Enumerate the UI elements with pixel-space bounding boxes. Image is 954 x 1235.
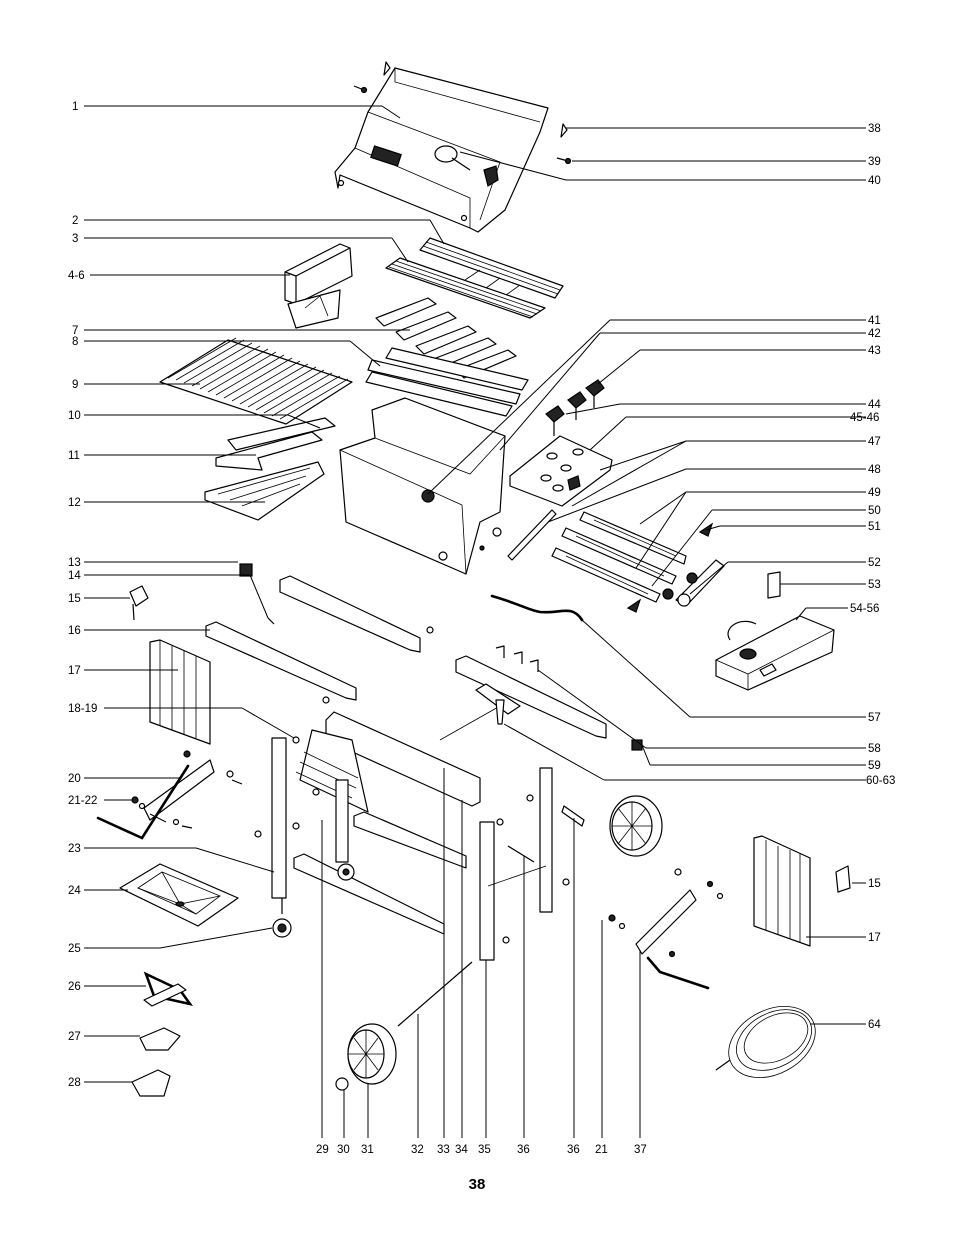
callout-45-46: 45-46 bbox=[850, 412, 879, 424]
callout-29: 29 bbox=[316, 1144, 329, 1156]
callout-31: 31 bbox=[361, 1144, 374, 1156]
callout-17: 17 bbox=[68, 665, 81, 677]
callout-36-second: 36 bbox=[567, 1144, 580, 1156]
cart-legs-part bbox=[271, 683, 553, 961]
caster-part bbox=[272, 863, 355, 938]
callout-15: 15 bbox=[68, 593, 81, 605]
callout-20: 20 bbox=[68, 773, 81, 785]
axle-part bbox=[397, 961, 473, 1027]
callout-51: 51 bbox=[868, 521, 881, 533]
callout-2: 2 bbox=[72, 215, 78, 227]
callout-49: 49 bbox=[868, 487, 881, 499]
callout-60-63: 60-63 bbox=[866, 775, 895, 787]
control-panel-part bbox=[509, 435, 613, 507]
gas-line-part bbox=[490, 594, 584, 622]
callout-59: 59 bbox=[868, 760, 881, 772]
callout-33: 33 bbox=[437, 1144, 450, 1156]
callout-17-right: 17 bbox=[868, 932, 881, 944]
callout-36: 36 bbox=[517, 1144, 530, 1156]
callout-4-6: 4-6 bbox=[68, 270, 85, 282]
callout-23: 23 bbox=[68, 843, 81, 855]
callout-3: 3 bbox=[72, 233, 78, 245]
catch-pan-part bbox=[204, 417, 336, 521]
table-bracket-part bbox=[96, 759, 710, 990]
side-burner-part bbox=[715, 615, 835, 691]
callout-40: 40 bbox=[868, 175, 881, 187]
callout-7: 7 bbox=[72, 325, 78, 337]
callout-42: 42 bbox=[868, 328, 881, 340]
callout-38: 38 bbox=[868, 123, 881, 135]
callout-11: 11 bbox=[68, 450, 80, 462]
callout-43: 43 bbox=[868, 345, 881, 357]
control-knob-part bbox=[545, 379, 605, 436]
cotter-pin-part bbox=[560, 123, 568, 138]
callout-39: 39 bbox=[868, 156, 881, 168]
callout-52: 52 bbox=[868, 557, 881, 569]
callout-32: 32 bbox=[411, 1144, 424, 1156]
callout-16: 16 bbox=[68, 625, 81, 637]
callout-14: 14 bbox=[68, 570, 81, 582]
callout-labels-right: 38 39 40 41 42 43 44 45-46 47 48 49 50 5… bbox=[850, 123, 895, 1031]
callout-28: 28 bbox=[68, 1077, 81, 1089]
callout-8: 8 bbox=[72, 336, 78, 348]
callout-53: 53 bbox=[868, 579, 881, 591]
callout-9: 9 bbox=[72, 379, 78, 391]
briquet-grate-part bbox=[159, 337, 353, 425]
callout-37: 37 bbox=[634, 1144, 647, 1156]
callout-50: 50 bbox=[868, 505, 881, 517]
cooking-grates-part bbox=[385, 237, 564, 319]
callout-labels-bottom: 29 30 31 32 33 34 35 36 36 21 37 bbox=[316, 1144, 647, 1156]
hardware-part bbox=[131, 626, 724, 958]
callout-30: 30 bbox=[337, 1144, 350, 1156]
drip-pan-part bbox=[131, 971, 194, 1097]
callout-21: 21 bbox=[595, 1144, 608, 1156]
side-table-part bbox=[149, 639, 811, 947]
bracket-part bbox=[767, 571, 781, 599]
callout-18-19: 18-19 bbox=[68, 703, 97, 715]
flavorizer-bars-part bbox=[375, 297, 517, 379]
hose-part bbox=[715, 1006, 816, 1078]
callout-57: 57 bbox=[868, 712, 881, 724]
end-cap-part bbox=[239, 563, 253, 577]
callout-13: 13 bbox=[68, 557, 81, 569]
valve-part bbox=[495, 699, 505, 725]
callout-24: 24 bbox=[68, 885, 81, 897]
callout-1: 1 bbox=[72, 101, 78, 113]
lid-part bbox=[334, 67, 549, 233]
callout-35: 35 bbox=[478, 1144, 491, 1156]
callout-21-22: 21-22 bbox=[68, 795, 97, 807]
page-number: 38 bbox=[468, 1176, 486, 1193]
wheel-part bbox=[335, 795, 663, 1091]
handle-end-part bbox=[129, 585, 149, 607]
callout-12: 12 bbox=[68, 497, 81, 509]
callout-15-right: 15 bbox=[868, 878, 881, 890]
callout-labels-left: 1 2 3 4-6 7 8 9 10 11 12 13 14 15 16 17 … bbox=[68, 101, 97, 1089]
callout-10: 10 bbox=[68, 410, 81, 422]
callout-34: 34 bbox=[455, 1144, 468, 1156]
burner-tubes-part bbox=[551, 511, 725, 613]
callout-27: 27 bbox=[68, 1031, 81, 1043]
callout-58: 58 bbox=[868, 743, 881, 755]
heat-deflector-part bbox=[365, 347, 529, 417]
callout-47: 47 bbox=[868, 436, 881, 448]
callout-64: 64 bbox=[868, 1019, 881, 1031]
callout-25: 25 bbox=[68, 943, 81, 955]
bottom-tray-part bbox=[119, 863, 239, 927]
callout-54-56: 54-56 bbox=[850, 603, 879, 615]
callout-41: 41 bbox=[868, 315, 881, 327]
callout-26: 26 bbox=[68, 981, 81, 993]
leader-lines bbox=[84, 105, 866, 1138]
cart-frame-part bbox=[205, 575, 607, 813]
callout-44: 44 bbox=[868, 399, 881, 411]
warming-box-part bbox=[284, 243, 353, 329]
cookbox-part bbox=[339, 397, 506, 575]
callout-48: 48 bbox=[868, 464, 881, 476]
igniter-part bbox=[507, 509, 557, 561]
